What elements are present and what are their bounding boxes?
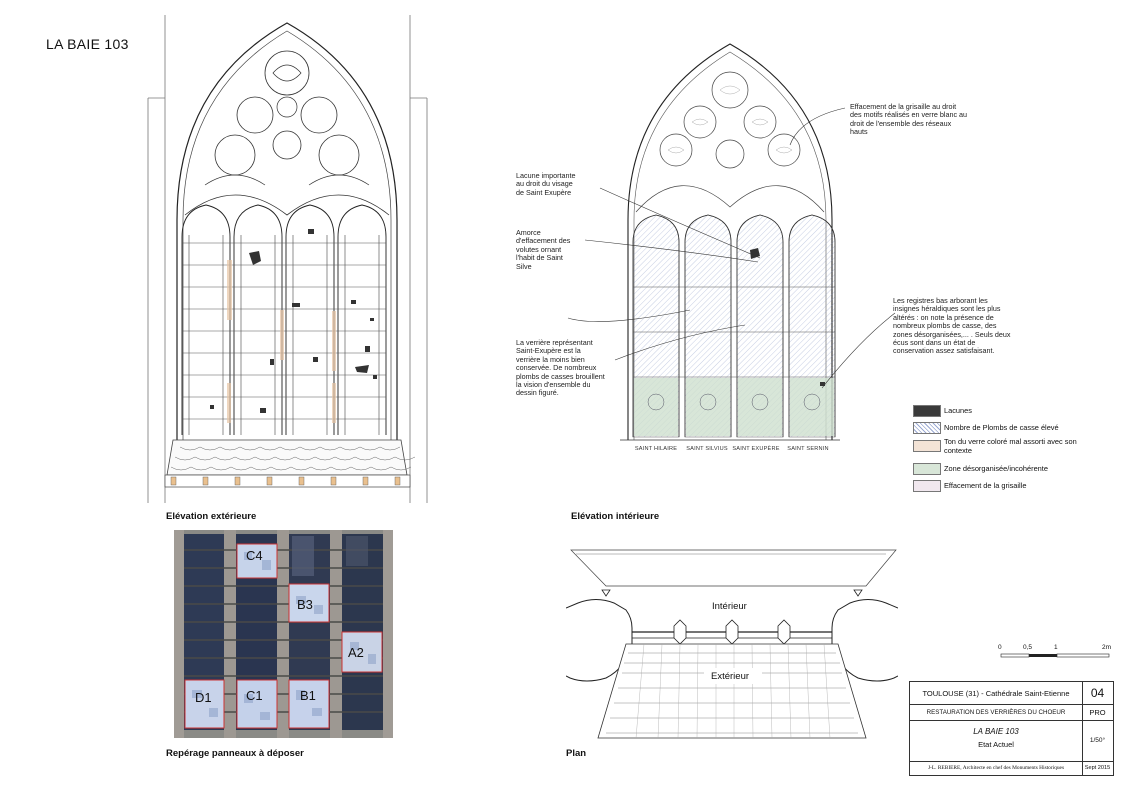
caption-photo: Repérage panneaux à déposer [166, 748, 304, 759]
legend: Lacunes Nombre de Plombs de casse élevé … [913, 404, 1113, 493]
plan-drawing [566, 549, 898, 739]
scale-tick-2m: 2m [1102, 644, 1112, 651]
title-block-subject-sub: Etat Actuel [978, 739, 1014, 749]
title-block-phase: PRO [1089, 707, 1106, 717]
title-block-divider [1082, 682, 1083, 761]
scale-bar: 0 0,5 1 2m [998, 644, 1113, 664]
legend-item-zone: Zone désorganisée/incohérente [913, 462, 1113, 476]
annotation-amorce: Amorce d'effacement des volutes ornant l… [516, 228, 571, 271]
panel-label-c1: C1 [246, 688, 263, 703]
title-block-scale: 1/50° [1089, 737, 1106, 744]
title-block-divider [1082, 761, 1083, 775]
title-block-location: TOULOUSE (31) - Cathédrale Saint-Etienne [922, 688, 1070, 698]
title-block-project: RESTAURATION DES VERRIÈRES DU CHOEUR [926, 708, 1066, 716]
title-block-architect: J-L. REBIERE, Architecte en chef des Mon… [927, 765, 1065, 771]
scale-tick-1: 1 [1054, 644, 1058, 651]
legend-label: Effacement de la grisaille [944, 480, 1027, 490]
legend-item-grisaille: Effacement de la grisaille [913, 479, 1113, 493]
legend-swatch [913, 480, 941, 492]
legend-swatch [913, 405, 941, 417]
annotation-lacune-visage: Lacune importante au droit du visage de … [516, 171, 576, 197]
scale-tick-05: 0,5 [1023, 644, 1033, 651]
photo-panels: C4 B3 A2 D1 C1 B1 [174, 530, 393, 738]
legend-item-plombs: Nombre de Plombs de casse élevé [913, 421, 1113, 435]
annotation-registres-bas: Les registres bas arborant les insignes … [893, 296, 1011, 356]
legend-label: Lacunes [944, 405, 972, 415]
panel-label-b3: B3 [297, 597, 313, 612]
title-block-subject: LA BAIE 103 [973, 726, 1019, 736]
panel-label-d1: D1 [195, 690, 212, 705]
annotation-verriere: La verrière représentant Saint-Exupère e… [516, 338, 605, 398]
panel-label-b1: B1 [300, 688, 316, 703]
lancet-label-saint-hilaire: SAINT HILAIRE [634, 446, 678, 452]
lancet-label-saint-sernin: SAINT SERNIN [787, 446, 829, 452]
plan-label-exterieur: Extérieur [711, 671, 750, 682]
caption-interior: Elévation intérieure [571, 511, 660, 522]
title-block-date: Sept 2015 [1084, 765, 1111, 771]
legend-label: Zone désorganisée/incohérente [944, 463, 1048, 473]
lancet-label-saint-silvius: SAINT SILVIUS [686, 446, 728, 452]
title-block-divider [910, 704, 1113, 705]
annotation-effacement-grisaille: Effacement de la grisaille au droit des … [850, 102, 968, 137]
legend-item-ton: Ton du verre coloré mal assorti avec son… [913, 437, 1113, 460]
sheet-title: LA BAIE 103 [46, 36, 129, 52]
title-block-divider [910, 720, 1113, 721]
exterior-elevation-drawing [147, 15, 428, 503]
legend-swatch [913, 440, 941, 452]
panel-label-c4: C4 [246, 548, 263, 563]
caption-plan: Plan [566, 748, 587, 759]
legend-label: Ton du verre coloré mal assorti avec son… [944, 437, 1077, 455]
legend-label: Nombre de Plombs de casse élevé [944, 422, 1059, 432]
panel-label-a2: A2 [348, 645, 364, 660]
title-block-divider [910, 761, 1113, 762]
title-block: TOULOUSE (31) - Cathédrale Saint-Etienne… [909, 681, 1114, 776]
legend-swatch [913, 422, 941, 434]
legend-item-lacunes: Lacunes [913, 404, 1113, 418]
lancet-label-saint-exupere: SAINT EXUPÈRE [732, 446, 780, 452]
photo-image [174, 530, 393, 738]
plan-label-interieur: Intérieur [712, 601, 747, 612]
scale-bar-graphic [1000, 653, 1110, 658]
caption-exterior: Elévation extérieure [166, 511, 257, 522]
title-block-sheet-number: 04 [1090, 686, 1105, 700]
legend-swatch [913, 463, 941, 475]
interior-elevation-drawing [620, 43, 840, 441]
scale-tick-0: 0 [998, 644, 1002, 651]
